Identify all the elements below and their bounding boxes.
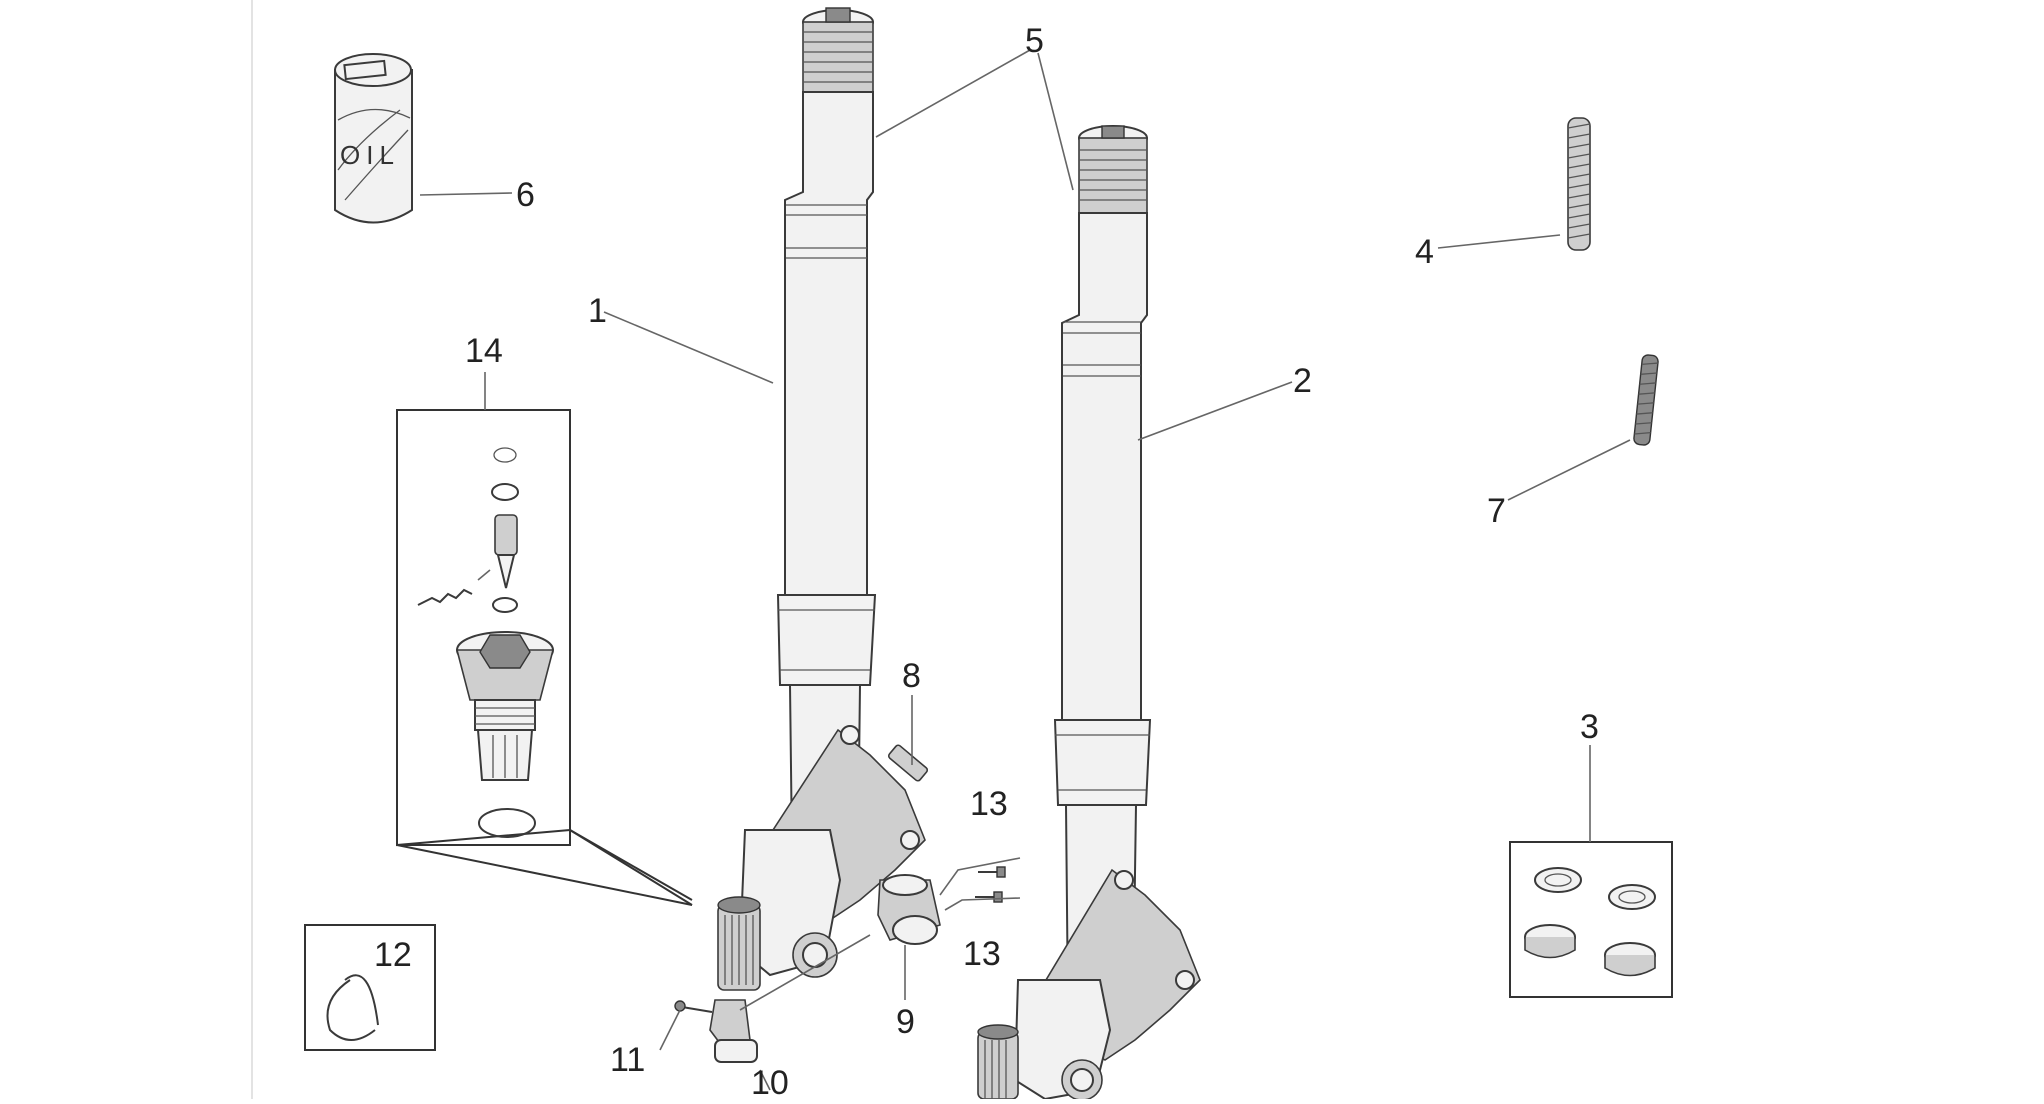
valve-kit-group [396, 372, 693, 906]
adjuster-assembly [674, 934, 871, 1063]
callout-8: 8 [902, 657, 921, 695]
leader-lines [419, 49, 1631, 1091]
oil-can: OIL [334, 53, 413, 224]
callout-13-lower: 13 [963, 935, 1001, 973]
oil-can-label: OIL [340, 140, 400, 170]
callout-4: 4 [1415, 233, 1434, 271]
callout-1: 1 [588, 292, 607, 330]
callout-5: 5 [1025, 22, 1044, 60]
left-fork-leg [717, 7, 926, 991]
callout-11: 11 [610, 1041, 645, 1079]
clamp-screws [939, 857, 1021, 911]
axle-clamp [877, 874, 941, 945]
small-spring [1633, 354, 1659, 446]
callout-labels: 1 2 3 4 5 6 7 8 9 10 11 12 13 13 14 [374, 22, 1599, 1102]
callout-10: 10 [751, 1064, 789, 1099]
callout-3: 3 [1580, 708, 1599, 746]
callout-14: 14 [465, 332, 503, 370]
fork-spring [1567, 117, 1591, 251]
callout-12: 12 [374, 936, 412, 974]
callout-7: 7 [1487, 492, 1506, 530]
callout-6: 6 [516, 176, 535, 214]
small-pad [887, 744, 929, 782]
callout-9: 9 [896, 1003, 915, 1041]
right-fork-leg [977, 125, 1201, 1101]
seal-kit-box [1509, 745, 1673, 998]
callout-13-upper: 13 [970, 785, 1008, 823]
callout-2: 2 [1293, 362, 1312, 400]
circlip-box [304, 924, 436, 1051]
